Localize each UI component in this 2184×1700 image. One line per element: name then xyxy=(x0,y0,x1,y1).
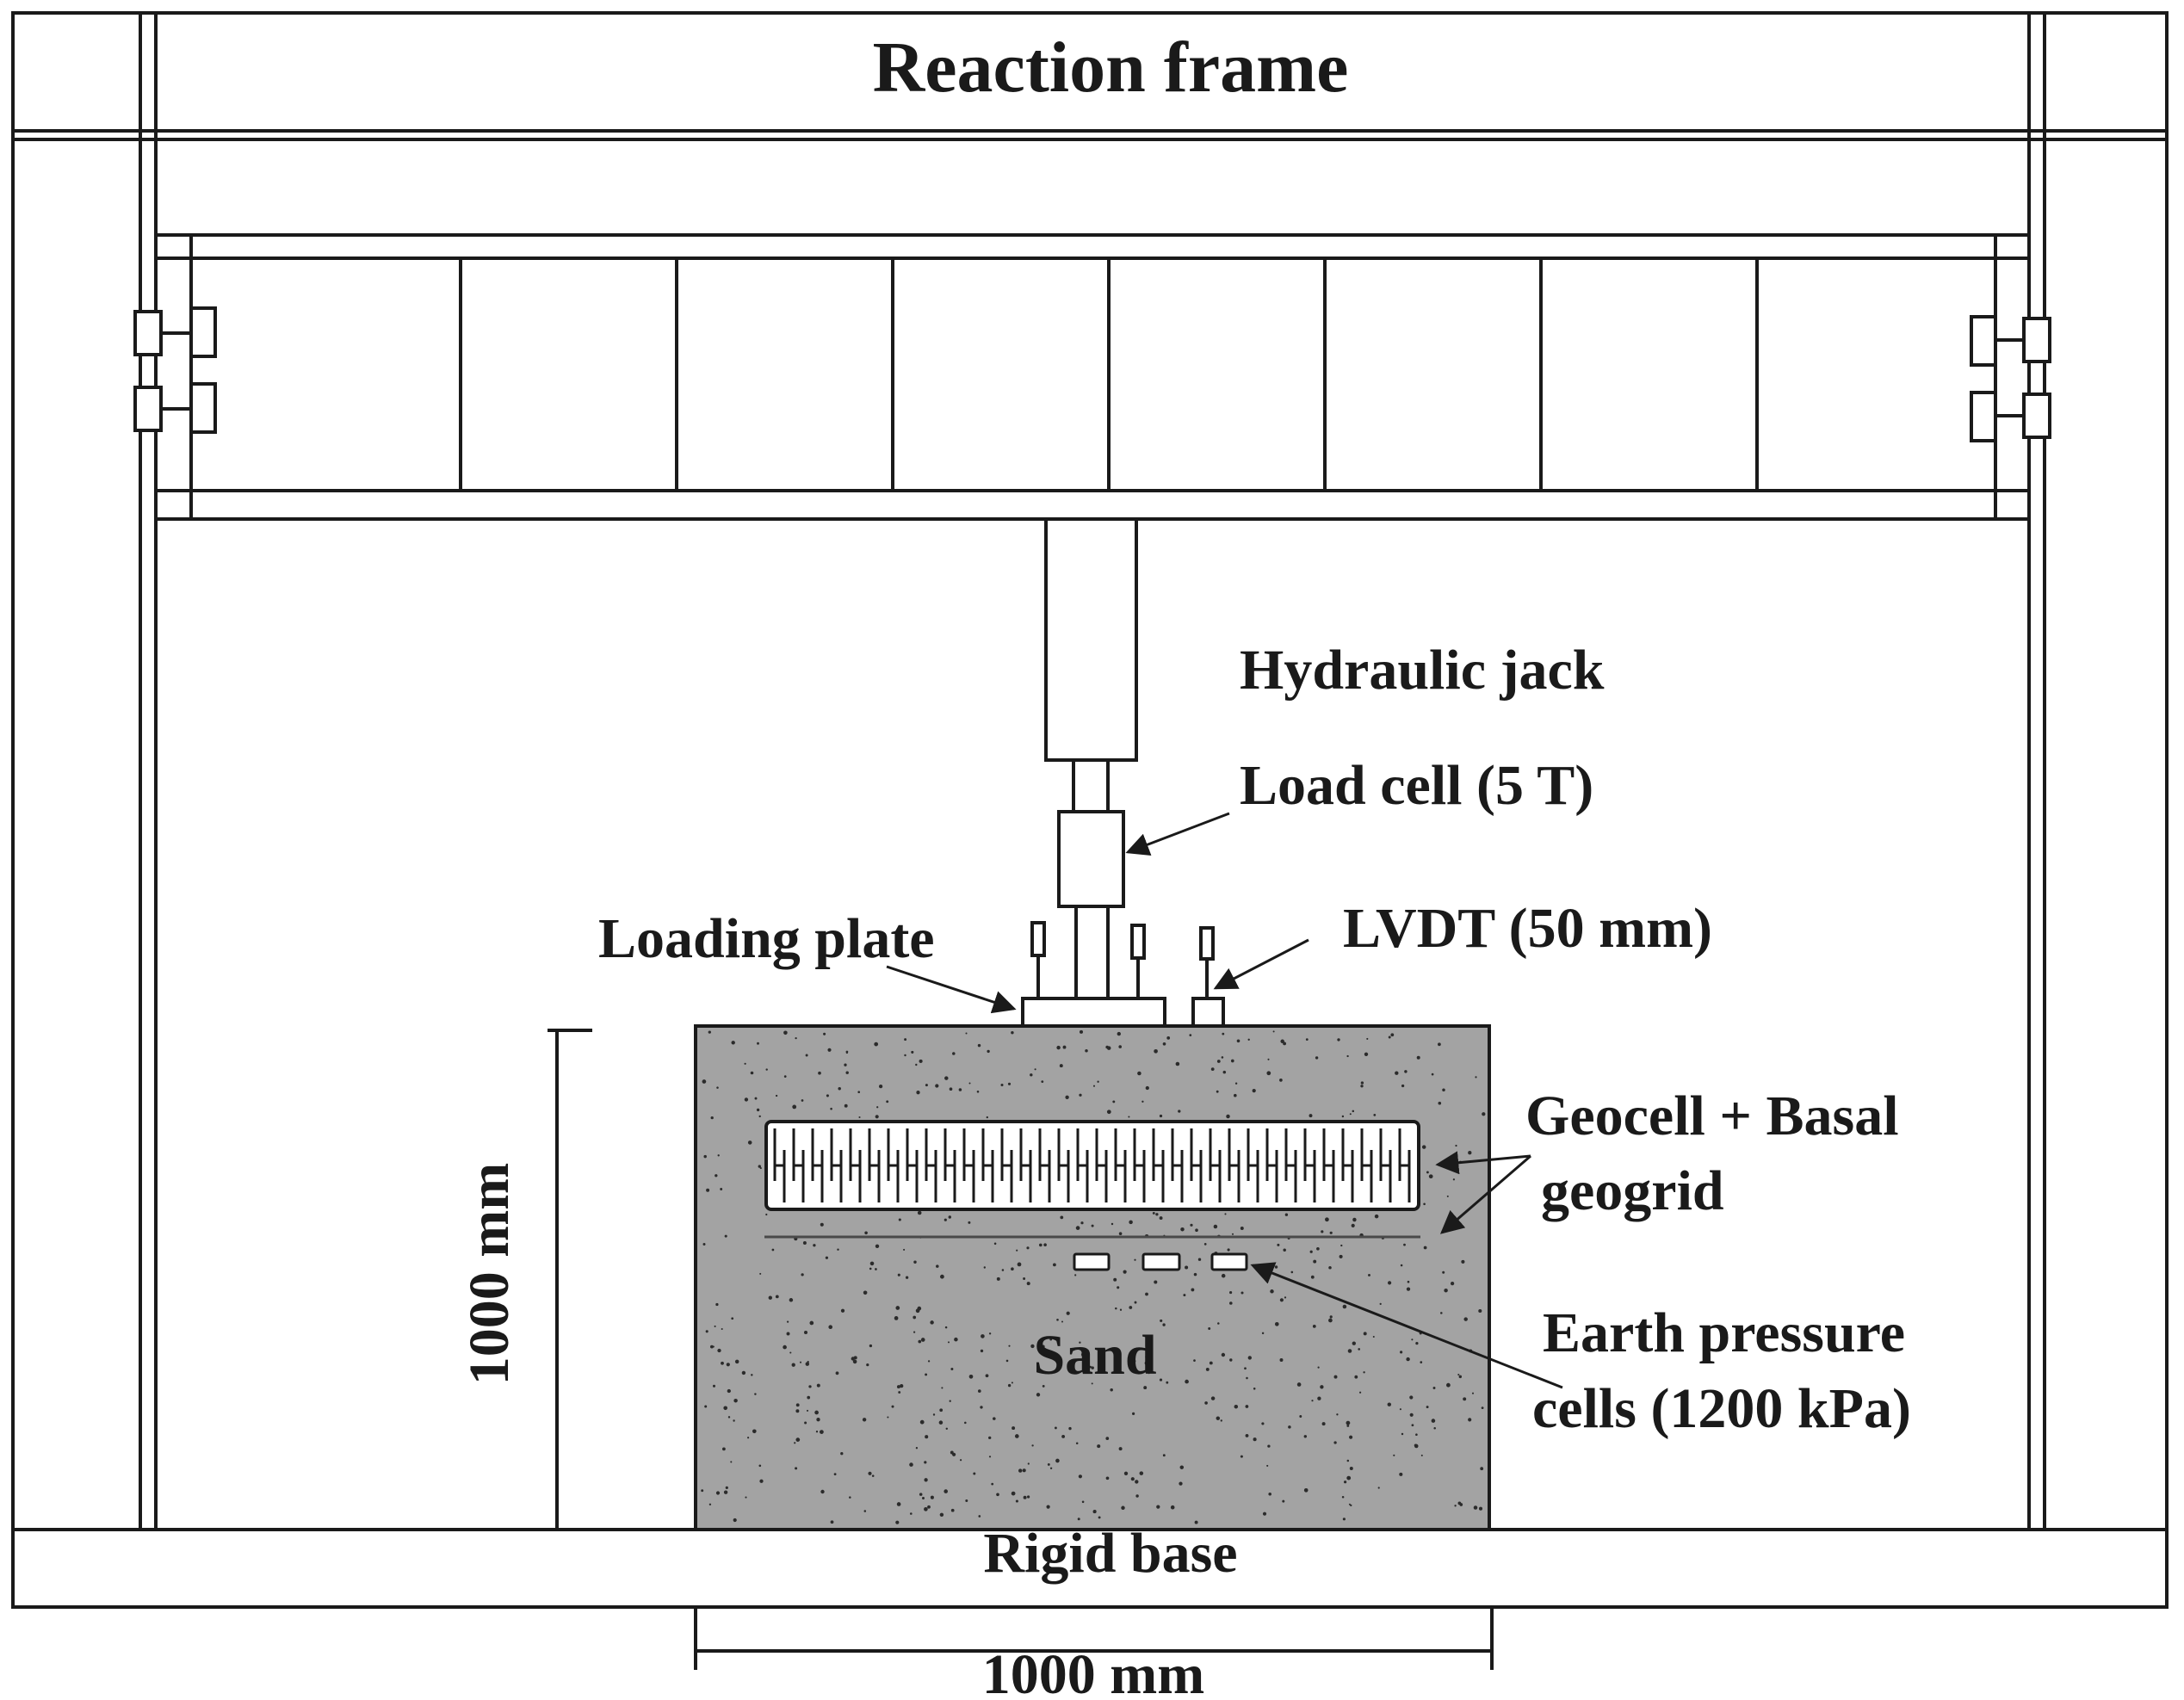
reaction-frame-label: Reaction frame xyxy=(873,28,1349,108)
rigid-base-label: Rigid base xyxy=(983,1522,1237,1585)
hydraulic-jack-label: Hydraulic jack xyxy=(1240,639,1605,702)
earth-pressure-label-line2: cells (1200 kPa) xyxy=(1532,1377,1911,1440)
bolt-clamps xyxy=(133,306,2051,442)
width-dimension-line xyxy=(694,1607,1494,1670)
geocell-label-line2: geogrid xyxy=(1541,1159,1724,1222)
loading-plate xyxy=(1021,997,1166,1028)
hydraulic-jack xyxy=(1044,517,1138,813)
cross-beam xyxy=(154,233,2031,521)
width-dimension-label: 1000 mm xyxy=(982,1643,1204,1700)
sand-speckles xyxy=(701,1029,1486,1524)
loading-plate-label: Loading plate xyxy=(598,907,935,970)
sand-label: Sand xyxy=(1033,1324,1156,1387)
earth-pressure-cells xyxy=(1073,1252,1248,1271)
load-cell-label: Load cell (5 T) xyxy=(1240,754,1593,817)
height-dimension-line xyxy=(548,1029,592,1530)
geocell xyxy=(764,1120,1420,1211)
sand-box xyxy=(694,1024,1491,1531)
leader-lines xyxy=(886,812,1563,1389)
rigid-base xyxy=(11,1528,2169,1609)
geocell-label-line1: Geocell + Basal xyxy=(1525,1085,1899,1147)
height-dimension-label: 1000 mm xyxy=(458,1163,521,1385)
load-cell xyxy=(1057,810,1125,998)
lvdt-label: LVDT (50 mm) xyxy=(1343,897,1712,960)
reaction-frame-top-beam xyxy=(11,11,2169,141)
earth-pressure-label-line1: Earth pressure xyxy=(1543,1301,1905,1364)
